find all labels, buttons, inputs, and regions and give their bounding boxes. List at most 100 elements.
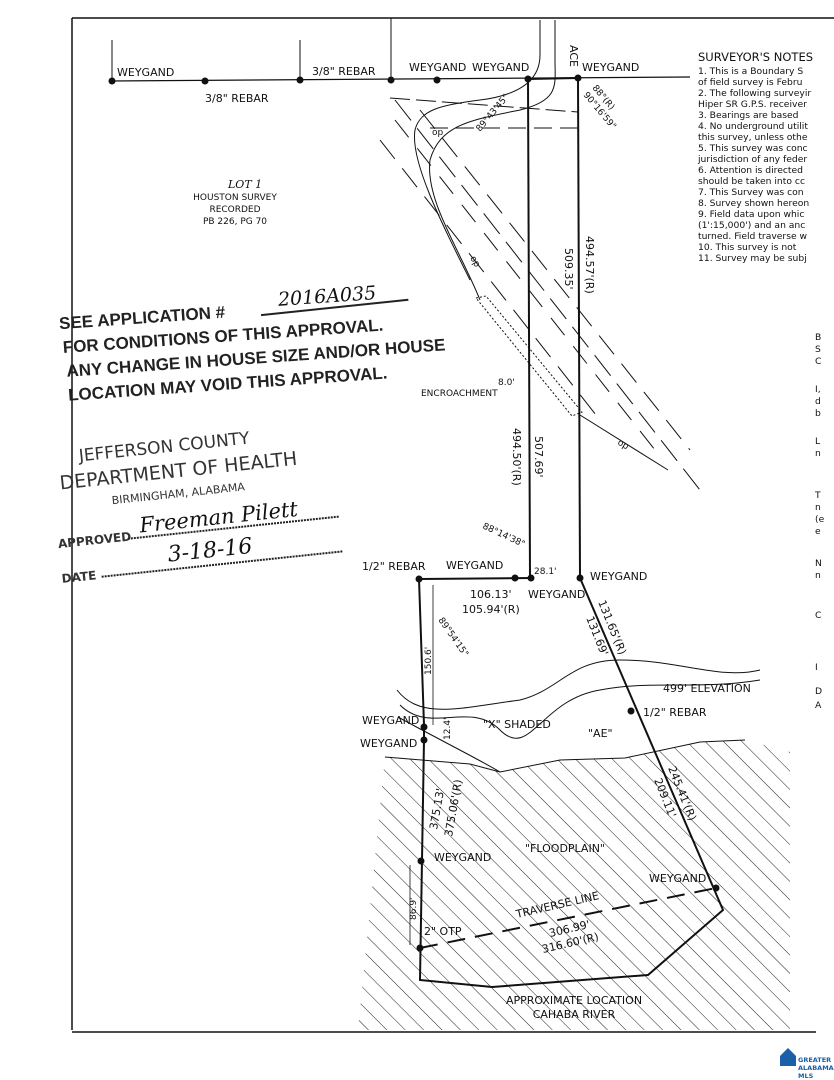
note-line: 9. Field data upon whic [698, 209, 804, 220]
distance-label: 12.4' [443, 717, 453, 740]
svg-text:n: n [815, 570, 821, 581]
monument-label: WEYGAND [409, 61, 466, 74]
note-line: 2. The following surveyir [698, 88, 811, 99]
application-number: 2016A035 [276, 282, 377, 311]
surveyors-notes: SURVEYOR'S NOTES 1. This is a Boundary S… [697, 50, 813, 264]
floodplain-edge [384, 739, 746, 773]
monument-label: 2" OTP [424, 925, 462, 938]
note-line: turned. Field traverse w [698, 231, 808, 242]
svg-text:n: n [815, 502, 821, 513]
elevation-label: 499' ELEVATION [663, 682, 751, 695]
traverse-line [419, 887, 717, 949]
svg-text:S: S [815, 344, 821, 355]
op-label: op [616, 438, 631, 452]
distance-label: 86.9' [409, 897, 419, 920]
svg-text:ALABAMA: ALABAMA [798, 1064, 834, 1072]
bearing-label: 88°14'38" [481, 522, 526, 550]
house-icon [780, 1048, 796, 1066]
lot-info: RECORDED [209, 205, 260, 215]
svg-text:B: B [815, 332, 821, 343]
distance-label: 105.94'(R) [462, 603, 520, 616]
svg-text:L: L [815, 436, 821, 447]
road-line [109, 76, 691, 82]
svg-text:T: T [814, 490, 821, 501]
monument-label: WEYGAND [117, 66, 174, 79]
elevation-contour [399, 679, 761, 739]
note-line: 6. Attention is directed [698, 165, 803, 176]
note-line: 11. Survey may be subj [698, 253, 807, 264]
note-line: 10. This survey is not [698, 242, 797, 253]
approver-signature: Freeman Pilett [137, 497, 299, 538]
monument-label: 1/2" REBAR [643, 706, 707, 719]
op-label: op [467, 255, 481, 270]
monument-label: WEYGAND [472, 61, 529, 74]
note-line: 8. Survey shown hereon [698, 198, 809, 209]
encroachment-label: ENCROACHMENT [421, 389, 498, 399]
monument-label: WEYGAND [582, 61, 639, 74]
note-line: 7. This Survey was con [698, 187, 804, 198]
lot-info: PB 226, PG 70 [203, 217, 267, 227]
svg-text:e: e [815, 526, 821, 537]
offset-label: 28.1' [534, 567, 557, 577]
monument-label: WEYGAND [590, 570, 647, 583]
approval-stamp: SEE APPLICATION # 2016A035 FOR CONDITION… [59, 282, 446, 405]
driveway-lines [379, 20, 701, 491]
distance-label: 494.57'(R) [583, 236, 596, 294]
note-line: this survey, unless othe [698, 132, 808, 143]
svg-text:b: b [815, 408, 821, 419]
date-label: DATE [61, 568, 97, 586]
svg-text:N: N [815, 558, 822, 569]
river-label: CAHABA RIVER [533, 1008, 616, 1021]
zone-label: "AE" [588, 727, 613, 740]
monument-label: 3/8" REBAR [312, 65, 376, 78]
monument-label: WEYGAND [362, 714, 419, 727]
monument-label: 3/8" REBAR [205, 92, 269, 105]
svg-text:GREATER: GREATER [798, 1056, 831, 1064]
zone-label: "X" SHADED [483, 718, 551, 731]
survey-monuments [108, 74, 720, 952]
note-line: 5. This survey was conc [698, 143, 808, 154]
svg-text:I: I [815, 662, 818, 673]
note-line: 4. No underground utilit [698, 121, 808, 132]
op-label: op [432, 128, 444, 138]
approved-label: APPROVED [57, 529, 132, 551]
distance-label: 507.69' [532, 436, 545, 478]
river-label: APPROXIMATE LOCATION [506, 994, 642, 1007]
note-line: of field survey is Febru [698, 77, 802, 88]
lot-label: LOT 1 [227, 178, 262, 191]
note-line: Hiper SR G.P.S. receiver [698, 99, 807, 110]
distance-label: 150.6' [424, 647, 434, 675]
notes-title: SURVEYOR'S NOTES [698, 50, 813, 64]
svg-text:(e: (e [815, 514, 825, 525]
distance-label: 106.13' [470, 588, 512, 601]
encroachment-distance: 8.0' [498, 378, 515, 388]
distance-label: 494.50'(R) [510, 428, 523, 486]
greater-alabama-mls-logo: GREATER ALABAMA MLS [780, 1048, 834, 1080]
contour-line [397, 716, 501, 773]
monument-label: WEYGAND [360, 737, 417, 750]
monument-label: WEYGAND [434, 851, 491, 864]
monument-label: 1/2" REBAR [362, 560, 426, 573]
note-line: (1':15,000') and an anc [698, 220, 805, 231]
contour-line [396, 659, 761, 710]
svg-text:d: d [815, 396, 821, 407]
drawing-frame [71, 17, 834, 1033]
svg-text:C: C [815, 356, 821, 367]
note-line: 3. Bearings are based [698, 110, 798, 121]
monument-label: WEYGAND [446, 559, 503, 572]
note-line: 1. This is a Boundary S [698, 66, 803, 77]
distance-label: 509.35' [562, 248, 575, 290]
svg-text:C: C [815, 610, 821, 621]
note-line: jurisdiction of any feder [697, 154, 807, 165]
svg-text:A: A [815, 700, 822, 711]
note-line: should be taken into cc [698, 176, 805, 187]
monument-label: WEYGAND [528, 588, 585, 601]
cut-off-text: B S C I, d b L n T n (e e N n C I D A [814, 332, 825, 711]
svg-text:MLS: MLS [798, 1072, 814, 1080]
svg-text:D: D [815, 686, 822, 697]
svg-text:I,: I, [815, 384, 821, 395]
monument-label: WEYGAND [649, 872, 706, 885]
bearing-label: 89°54'15" [436, 616, 470, 659]
svg-text:n: n [815, 448, 821, 459]
